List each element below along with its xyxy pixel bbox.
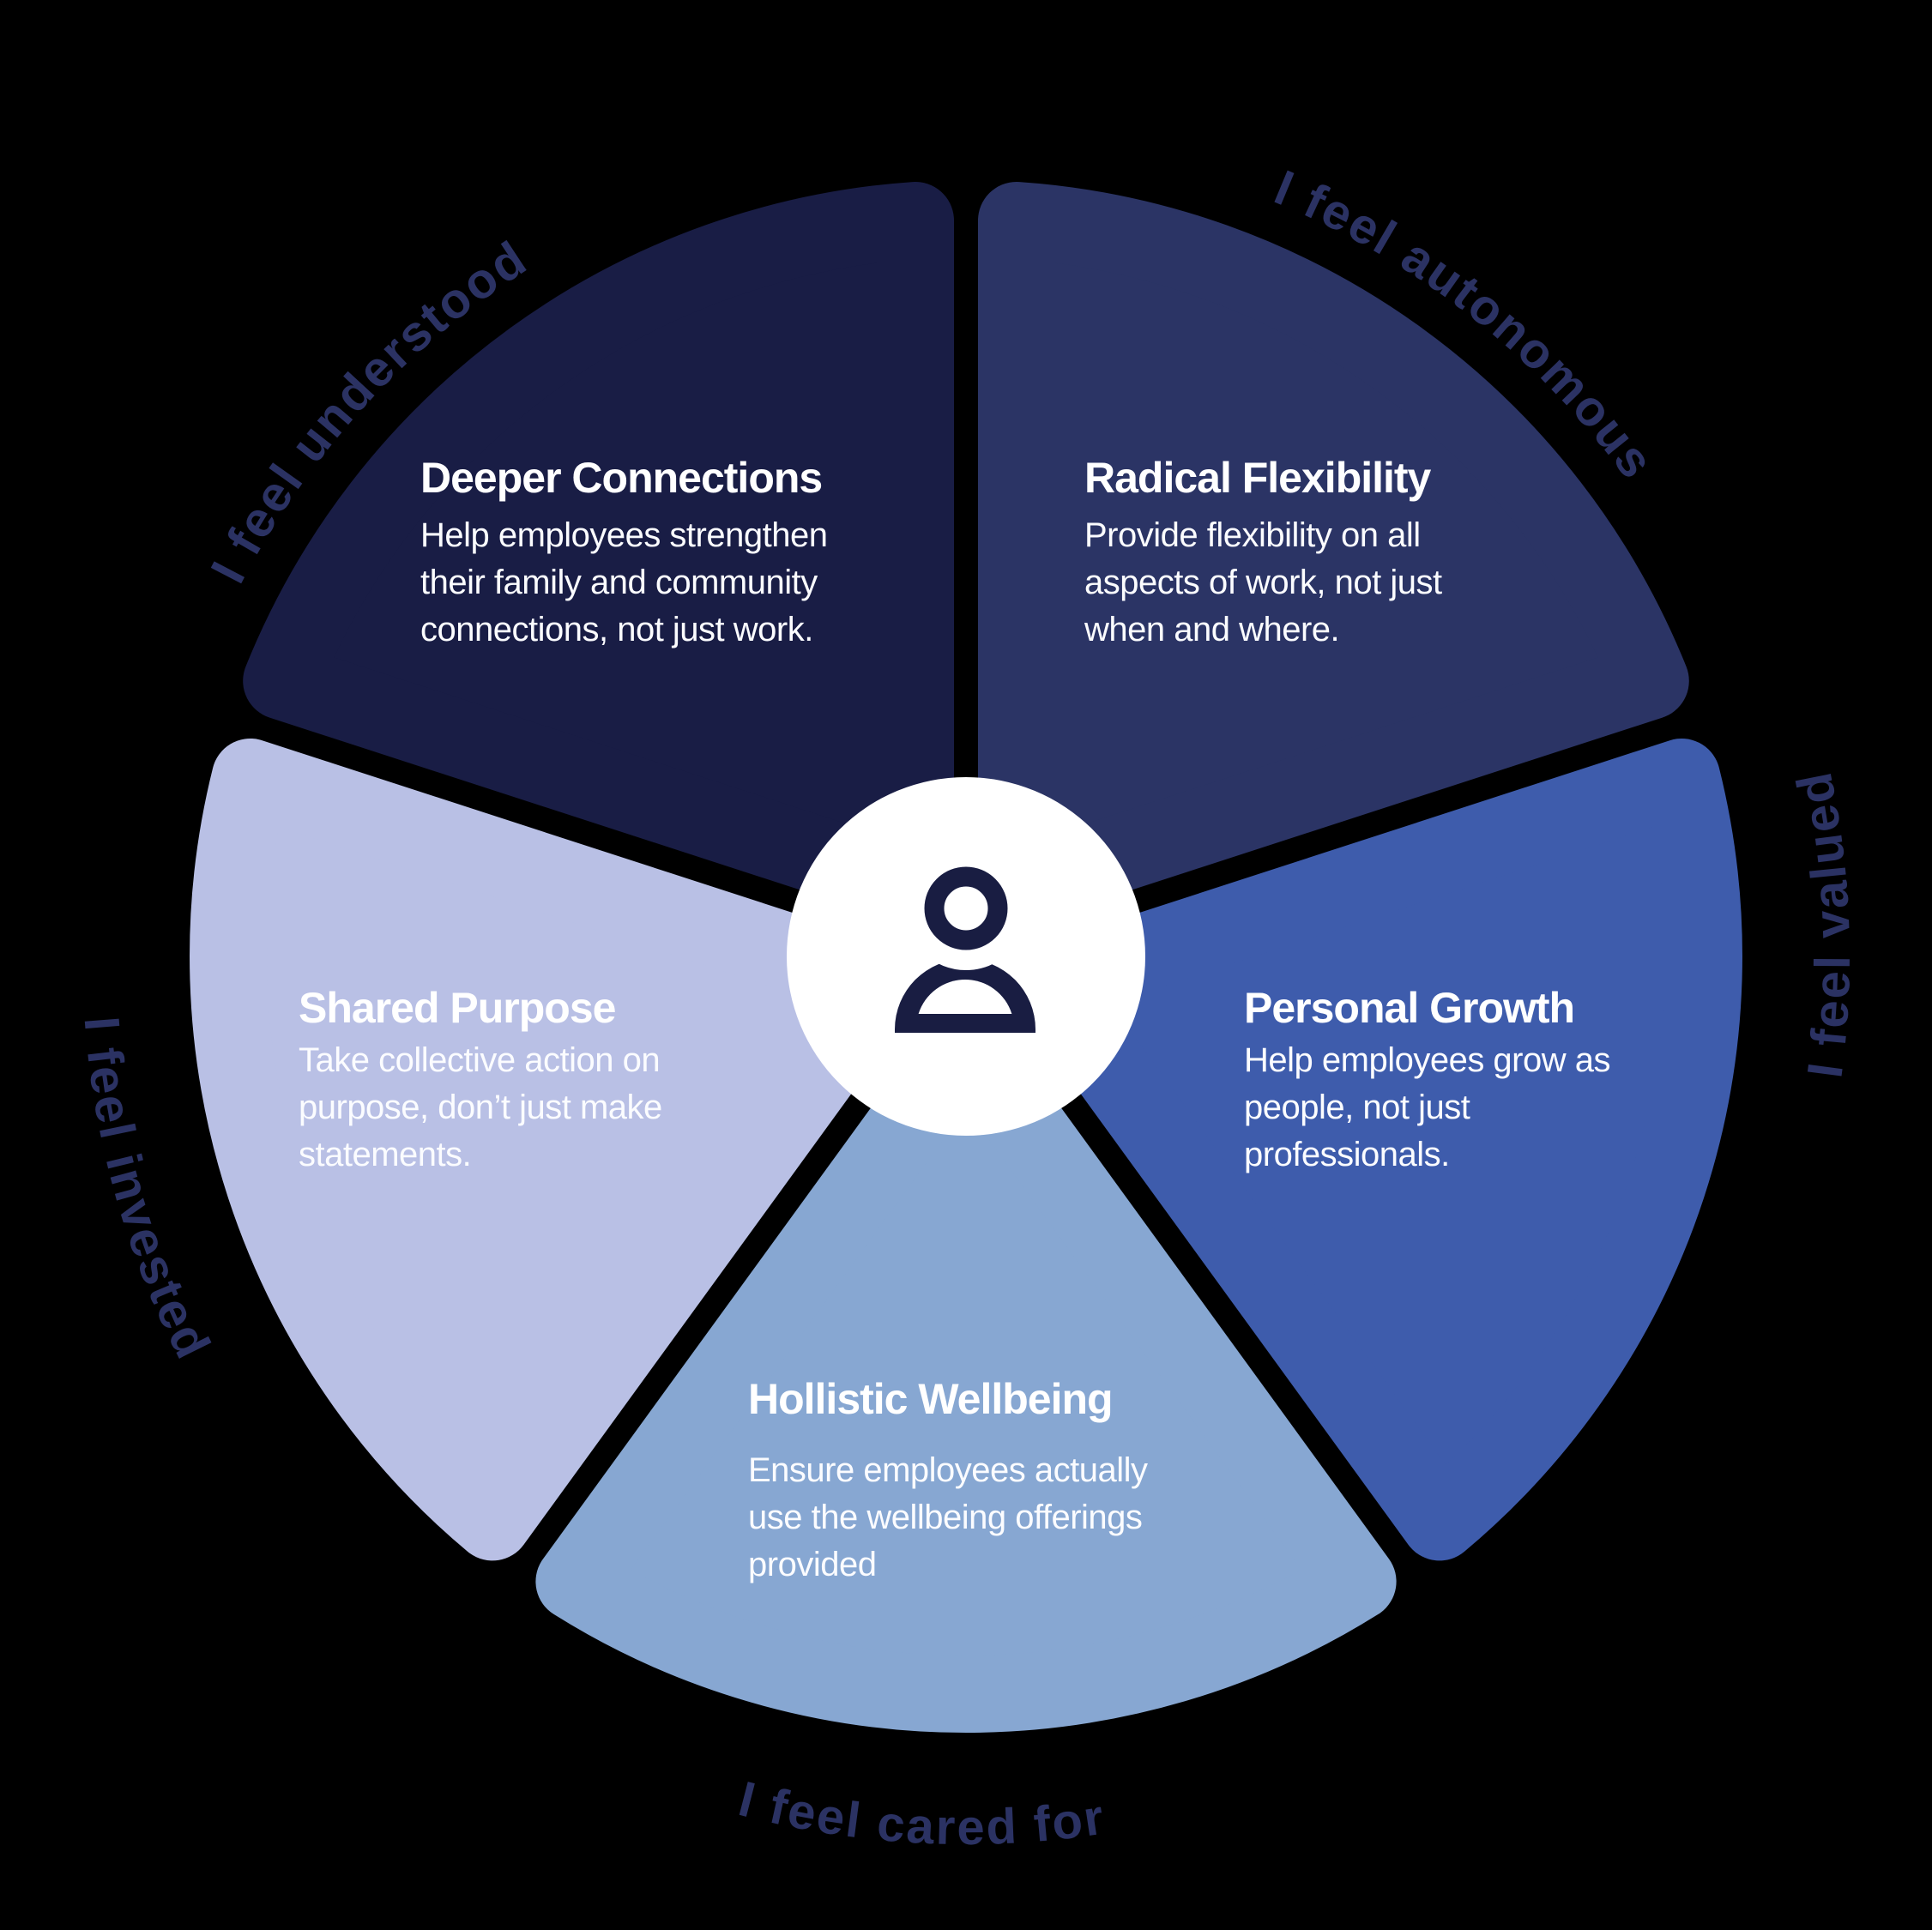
segment-title: Hollistic Wellbeing <box>748 1375 1114 1423</box>
segment-description: Ensure employees actually use the wellbe… <box>748 1451 1148 1583</box>
segment-wedge-personal-growth <box>1009 739 1742 1561</box>
segment-wedge-radical-flexibility <box>978 182 1689 926</box>
segment-wedge-shared-purpose <box>190 739 923 1561</box>
segment-title: Shared Purpose <box>299 984 616 1032</box>
segment-title: Deeper Connections <box>420 454 823 502</box>
person-icon <box>895 847 1035 1033</box>
center-hub <box>787 777 1145 1136</box>
segment-title: Personal Growth <box>1244 984 1575 1032</box>
segment-wedges <box>190 182 1742 1734</box>
segment-description: Provide flexibility on all aspects of wo… <box>1084 516 1442 648</box>
segment-description: Take collective action on purpose, don’t… <box>299 1041 662 1173</box>
outer-label-valued: I feel valued <box>1786 766 1861 1081</box>
outer-label-cared-for: I feel cared for <box>734 1770 1109 1855</box>
segment-description: Help employees strengthen their family a… <box>420 516 828 648</box>
segment-description: Help employees grow as people, not just … <box>1244 1041 1611 1173</box>
segment-title: Radical Flexibility <box>1084 454 1431 502</box>
segment-wedge-deeper-connections <box>243 182 954 926</box>
segment-wedge-hollistic-wellbeing <box>535 1004 1397 1734</box>
